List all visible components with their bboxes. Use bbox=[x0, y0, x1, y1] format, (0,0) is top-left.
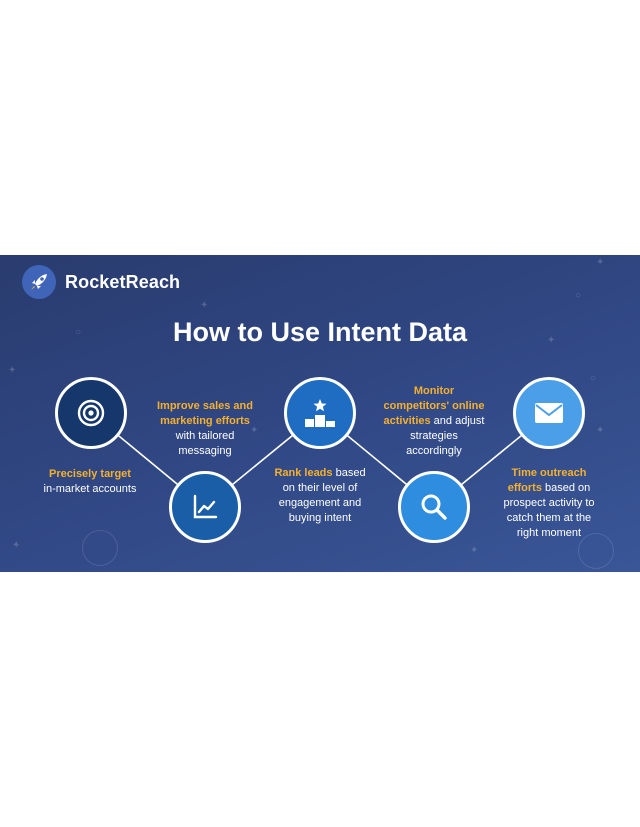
sparkle-decoration: ✦ bbox=[547, 335, 556, 346]
step-4-highlight-1: Monitor bbox=[413, 385, 455, 397]
step-1-text: Precisely target in-market accounts bbox=[20, 467, 160, 497]
target-icon bbox=[77, 399, 105, 427]
brand-logo: RocketReach bbox=[22, 265, 180, 299]
step-4-description-2: strategies bbox=[410, 430, 458, 442]
sparkle-decoration: ✦ bbox=[470, 545, 479, 556]
sparkle-decoration: ✦ bbox=[250, 425, 259, 436]
sparkle-decoration: ✦ bbox=[8, 365, 17, 376]
step-4-text: Monitor competitors' online activities a… bbox=[364, 384, 504, 459]
step-4-highlight-3: activities bbox=[383, 415, 431, 427]
step-5-text: Time outreach efforts based on prospect … bbox=[478, 466, 620, 541]
magnifier-icon bbox=[421, 494, 447, 520]
step-1-description: in-market accounts bbox=[43, 483, 137, 495]
step-5-node bbox=[513, 377, 585, 449]
rocket-icon bbox=[22, 265, 56, 299]
envelope-icon bbox=[535, 403, 563, 423]
trend-chart-icon bbox=[193, 494, 218, 519]
step-5-highlight-1: Time outreach bbox=[511, 467, 587, 479]
step-5-description-1: based on bbox=[541, 482, 591, 494]
sparkle-decoration: ✦ bbox=[596, 257, 605, 268]
dot-decoration: ○ bbox=[590, 373, 597, 384]
planet-decoration-right bbox=[578, 533, 614, 569]
step-3-text: Rank leads based on their level of engag… bbox=[250, 466, 390, 526]
step-5-description-3: catch them at the bbox=[506, 512, 592, 524]
dot-decoration: ○ bbox=[575, 290, 582, 301]
planet-decoration-left bbox=[82, 530, 118, 566]
step-3-highlight: Rank leads bbox=[274, 467, 333, 479]
step-2-highlight-2: marketing efforts bbox=[160, 415, 250, 427]
podium-star-icon bbox=[305, 399, 335, 427]
step-2-description-2: messaging bbox=[178, 445, 232, 457]
step-3-description-4: buying intent bbox=[288, 512, 352, 524]
step-3-description-3: engagement and bbox=[278, 497, 362, 509]
sparkle-decoration: ✦ bbox=[596, 425, 605, 436]
step-2-text: Improve sales and marketing efforts with… bbox=[130, 399, 280, 459]
step-4-node bbox=[398, 471, 470, 543]
step-4-highlight-2: competitors' online bbox=[383, 400, 485, 412]
step-5-description-2: prospect activity to bbox=[503, 497, 595, 509]
step-2-node bbox=[169, 471, 241, 543]
step-3-description-2: on their level of bbox=[282, 482, 358, 494]
step-3-node bbox=[284, 377, 356, 449]
dot-decoration: ○ bbox=[75, 327, 82, 338]
sparkle-decoration: ✦ bbox=[200, 300, 209, 311]
page-title: How to Use Intent Data bbox=[172, 317, 468, 347]
step-5-highlight-2: efforts bbox=[507, 482, 542, 494]
step-1-highlight: Precisely target bbox=[49, 468, 131, 480]
brand-name: RocketReach bbox=[65, 271, 181, 292]
step-2-description-1: with tailored bbox=[175, 430, 235, 442]
step-5-description-4: right moment bbox=[516, 527, 582, 539]
step-3-description-1: based bbox=[332, 467, 366, 479]
sparkle-decoration: ✦ bbox=[12, 540, 21, 551]
step-4-description-3: accordingly bbox=[406, 445, 462, 457]
infographic-banner: ✦ ✦ ✦ ✦ ✦ ✦ ✦ ✦ ○ ○ ○ RocketReach How to… bbox=[0, 255, 640, 572]
step-1-node bbox=[55, 377, 127, 449]
step-4-description-1: and adjust bbox=[430, 415, 485, 427]
step-2-highlight-1: Improve sales and bbox=[157, 400, 253, 412]
